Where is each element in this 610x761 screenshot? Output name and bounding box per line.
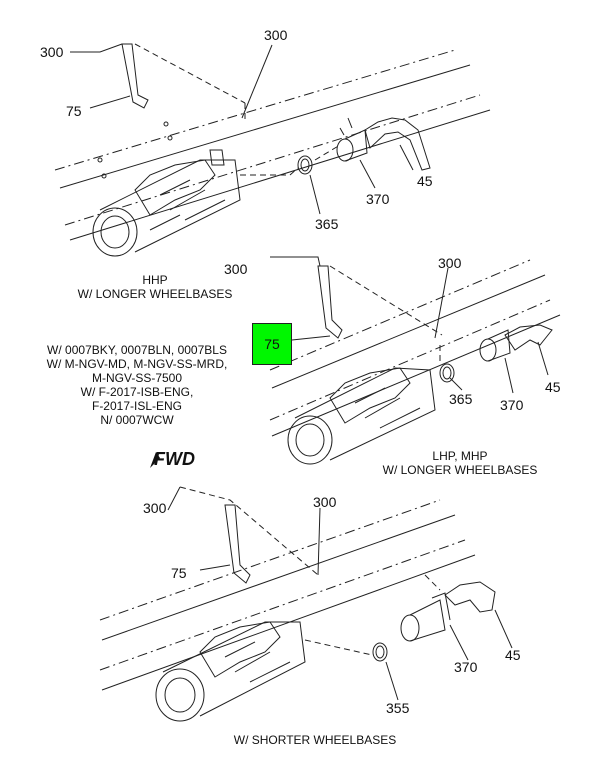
callout-75-view1: 75 xyxy=(66,103,82,119)
callout-75-view3: 75 xyxy=(171,565,187,581)
callout-45-view2: 45 xyxy=(545,379,561,395)
elbow-45-view3 xyxy=(444,581,496,613)
callout-370-view1: 370 xyxy=(366,191,390,207)
fwd-direction-label: FWD xyxy=(154,449,195,469)
pipe-370-view1 xyxy=(336,117,368,162)
elbow-45-view2 xyxy=(504,324,553,351)
elbow-45-view1 xyxy=(364,117,431,171)
callout-370-view3: 370 xyxy=(454,659,478,675)
view-2-drawing xyxy=(269,256,561,465)
bolts-view1 xyxy=(97,121,173,179)
bracket-75-view3 xyxy=(224,504,251,584)
caption-view3-line1: W/ SHORTER WHEELBASES xyxy=(233,733,397,747)
clamp-365-view2 xyxy=(439,363,455,383)
highlighted-callout-75[interactable]: 75 xyxy=(252,323,292,365)
clamp-365-view1 xyxy=(297,155,313,175)
dpf-canister-view3 xyxy=(155,621,306,722)
note-line: W/ 0007BKY, 0007BLN, 0007BLS xyxy=(47,343,227,357)
dpf-canister-view1 xyxy=(92,149,241,257)
clamp-355-view3 xyxy=(372,642,388,662)
callout-355-view3: 355 xyxy=(386,700,410,716)
caption-view3: W/ SHORTER WHEELBASES xyxy=(200,733,430,747)
callout-300-left-view2: 300 xyxy=(224,261,248,277)
callout-300-left-view3: 300 xyxy=(143,500,167,516)
bracket-75-view1 xyxy=(121,43,149,109)
pipe-370-view3 xyxy=(400,592,451,642)
note-line: F-2017-ISL-ENG xyxy=(91,399,183,413)
caption-view1: HHP W/ LONGER WHEELBASES xyxy=(40,273,270,301)
callout-370-view2: 370 xyxy=(500,397,524,413)
view-1-drawing xyxy=(54,43,491,257)
callout-365-view1: 365 xyxy=(315,216,339,232)
callout-300-left-view1: 300 xyxy=(40,44,64,60)
callout-45-view3: 45 xyxy=(505,647,521,663)
applicability-notes: W/ 0007BKY, 0007BLN, 0007BLS W/ M-NGV-MD… xyxy=(22,343,252,427)
note-line: M-NGV-SS-7500 xyxy=(91,371,183,385)
dpf-canister-view2 xyxy=(287,367,436,465)
view-3-drawing xyxy=(99,486,513,722)
caption-view2: LHP, MHP W/ LONGER WHEELBASES xyxy=(345,449,575,477)
highlighted-callout-75-label: 75 xyxy=(264,336,280,352)
bracket-75-view2 xyxy=(317,265,343,339)
caption-view2-line1: LHP, MHP xyxy=(432,449,488,463)
note-line: W/ F-2017-ISB-ENG, xyxy=(80,385,194,399)
callout-365-view2: 365 xyxy=(449,391,473,407)
callout-300-right-view1: 300 xyxy=(264,27,288,43)
note-line: W/ M-NGV-MD, M-NGV-SS-MRD, xyxy=(46,357,228,371)
callout-300-right-view3: 300 xyxy=(313,494,337,510)
callout-45-view1: 45 xyxy=(417,173,433,189)
note-line: N/ 0007WCW xyxy=(100,413,174,427)
callout-300-right-view2: 300 xyxy=(438,255,462,271)
caption-view1-line2: W/ LONGER WHEELBASES xyxy=(77,287,233,301)
forward-arrow-icon xyxy=(150,452,160,468)
caption-view1-line1: HHP xyxy=(142,273,168,287)
caption-view2-line2: W/ LONGER WHEELBASES xyxy=(382,463,538,477)
